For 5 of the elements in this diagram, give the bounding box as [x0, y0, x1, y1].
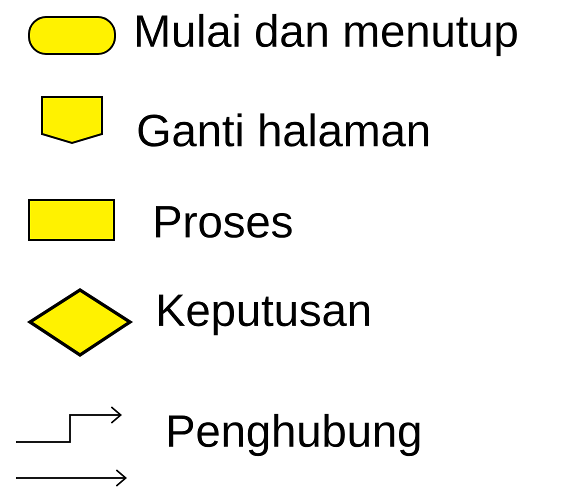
legend-label: Penghubung	[169, 414, 420, 456]
legend-label: Mulai dan menutup	[137, 14, 517, 56]
legend-label: Keputusan	[159, 294, 370, 336]
legend-label: Ganti halaman	[138, 113, 428, 147]
legend-label: Proses	[156, 206, 292, 238]
